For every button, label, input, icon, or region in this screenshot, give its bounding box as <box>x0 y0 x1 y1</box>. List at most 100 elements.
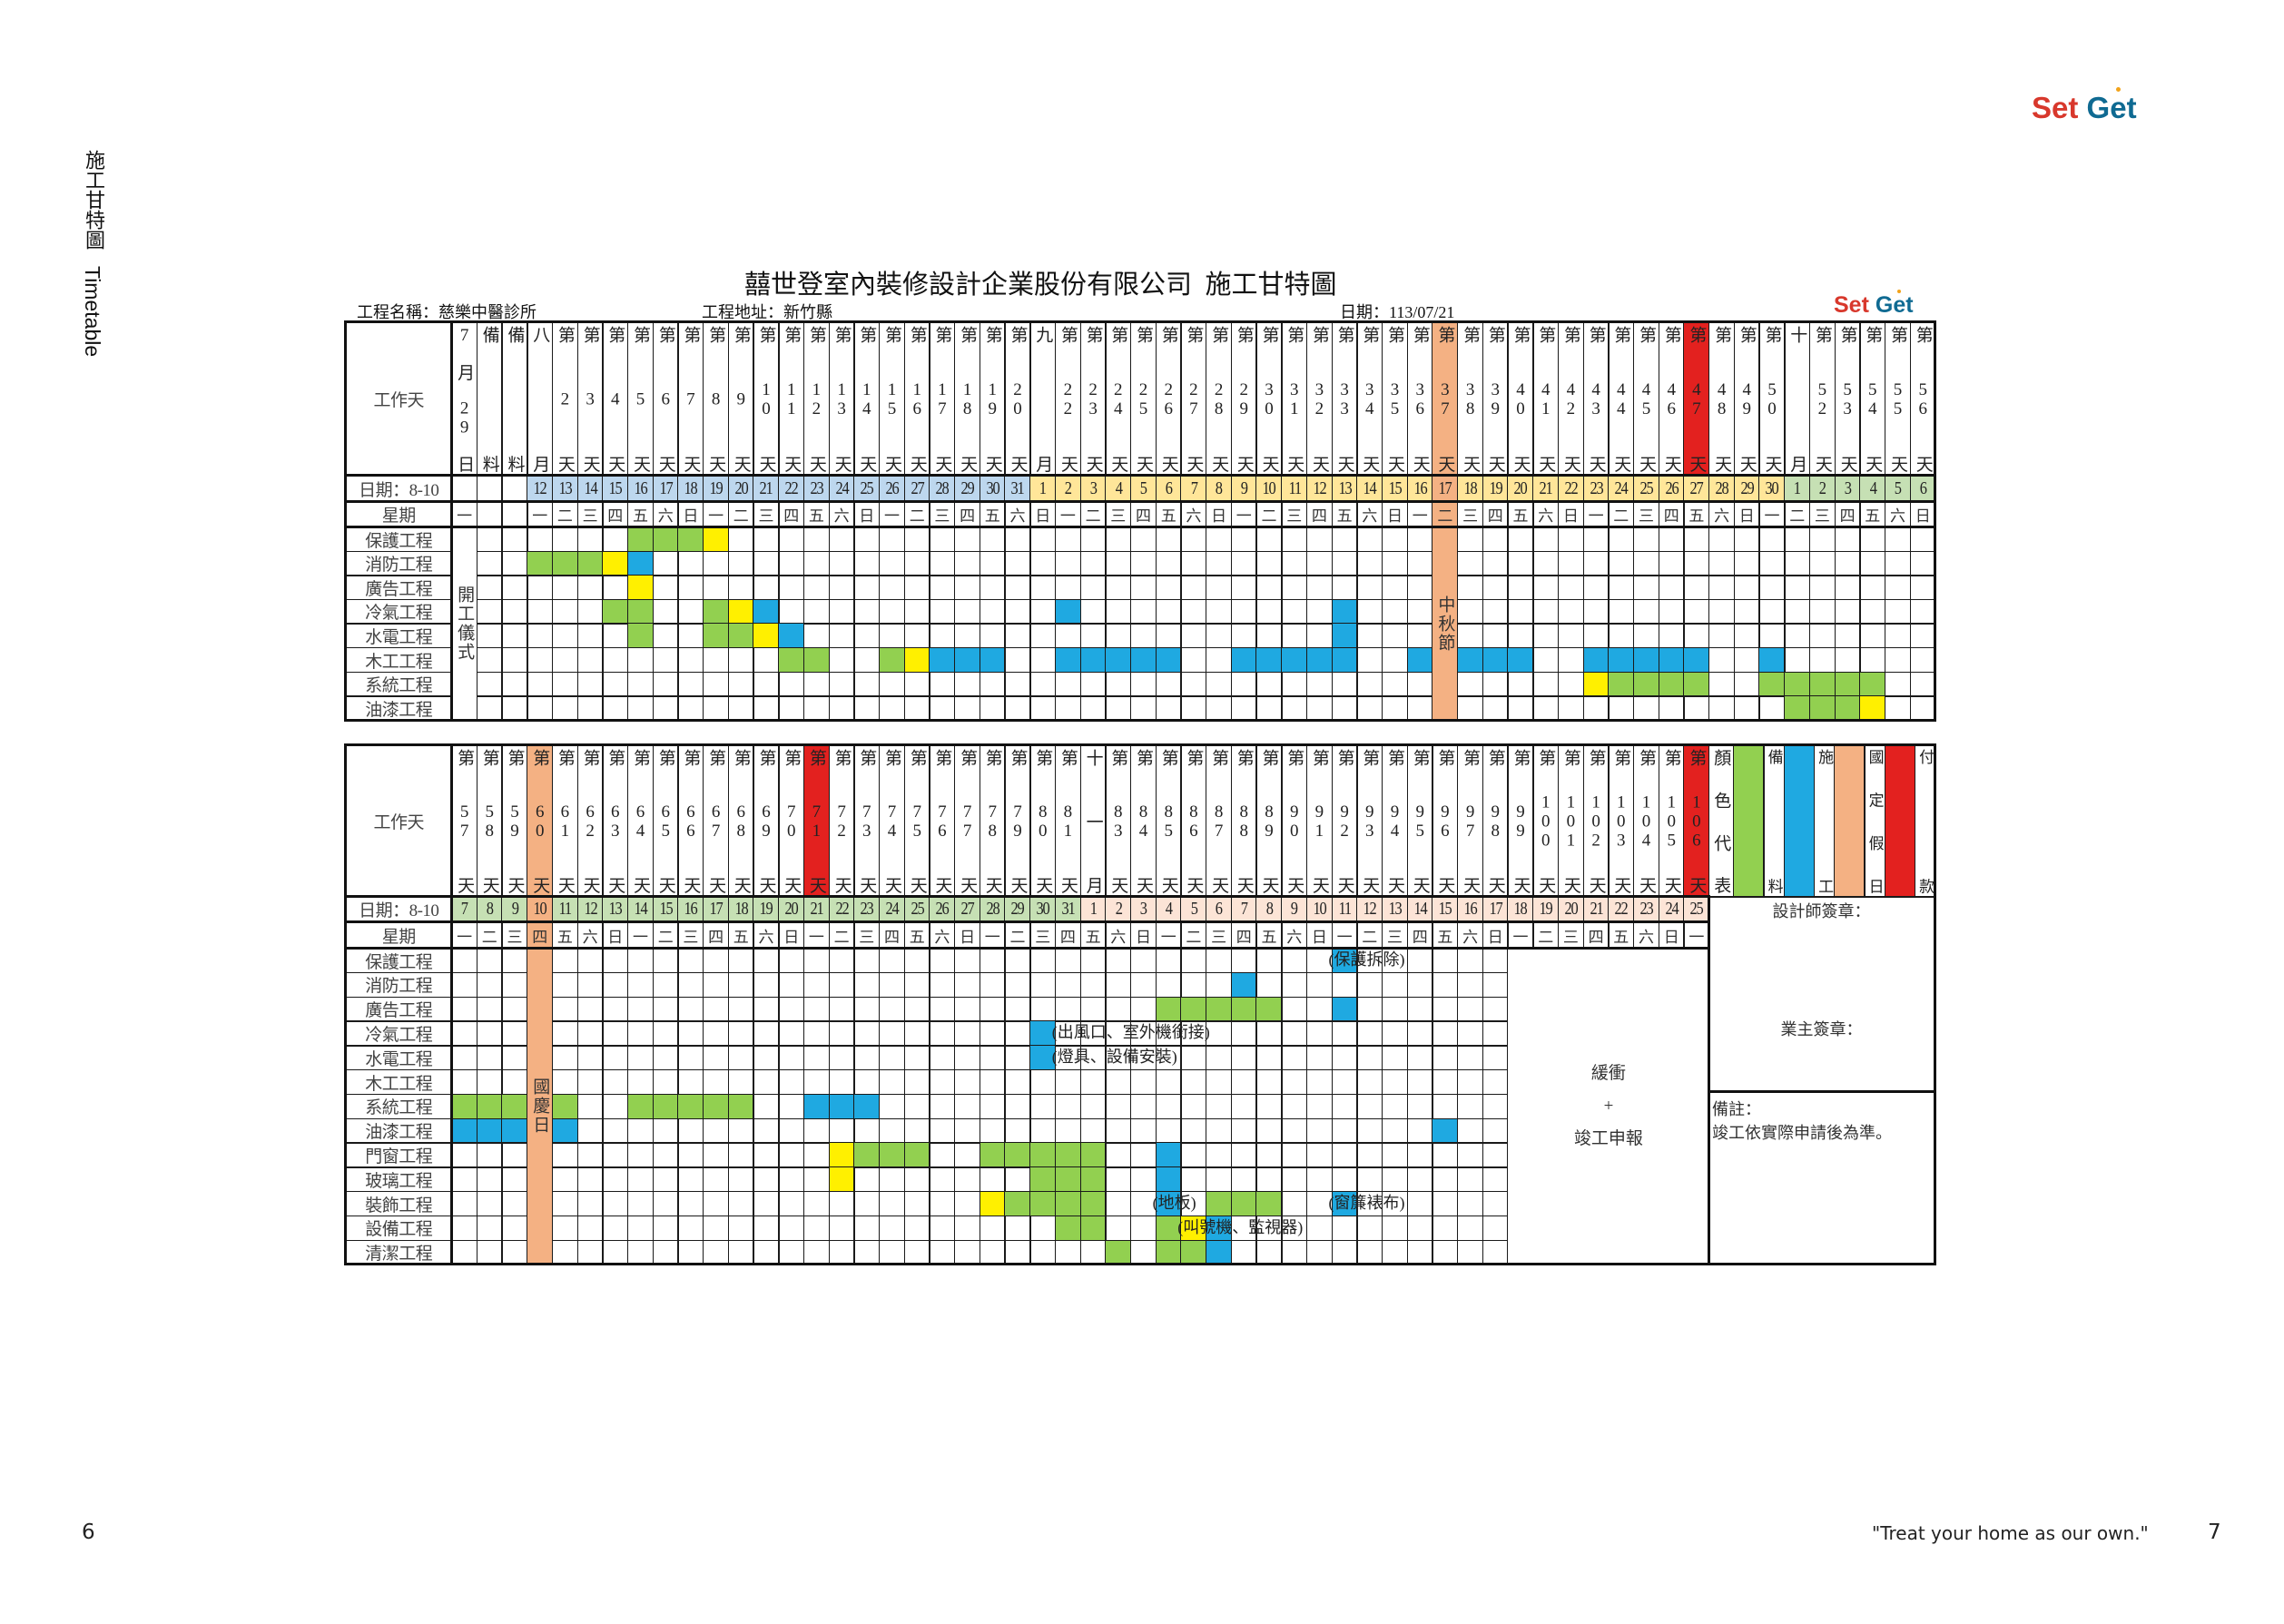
schedule-cell <box>1834 623 1861 649</box>
merged-text: 國慶日 <box>530 1078 550 1136</box>
date-cell: 21 <box>802 896 830 923</box>
date-text: 16 <box>684 899 698 920</box>
schedule-cell-transition <box>753 623 780 649</box>
schedule-cell <box>903 550 930 576</box>
schedule-cell <box>1909 671 1936 697</box>
schedule-cell <box>551 1069 578 1096</box>
schedule-cell <box>1255 1166 1283 1193</box>
schedule-cell <box>727 1142 754 1168</box>
schedule-cell <box>1281 996 1308 1022</box>
schedule-cell <box>1356 1093 1383 1120</box>
column-header-text: 第27天 <box>1184 326 1204 473</box>
schedule-cell <box>1432 1045 1459 1071</box>
schedule-cell <box>476 647 503 674</box>
schedule-cell <box>802 948 830 974</box>
schedule-cell <box>551 1239 578 1265</box>
schedule-cell <box>677 550 704 576</box>
schedule-cell <box>1482 695 1509 722</box>
column-header-text: 第99天 <box>1511 749 1531 894</box>
schedule-cell <box>703 1166 730 1193</box>
date-cell: 5 <box>1129 475 1157 503</box>
schedule-cell <box>1230 1093 1257 1120</box>
weekday-cell: 二 <box>1432 501 1459 528</box>
weekday-cell: 二 <box>1255 501 1283 528</box>
column-header-text: 第92天 <box>1334 749 1354 894</box>
weekday-cell: 六 <box>1356 501 1383 528</box>
schedule-cell <box>1230 671 1257 697</box>
schedule-cell <box>753 647 780 674</box>
schedule-cell <box>1155 671 1182 697</box>
schedule-cell <box>677 1069 704 1096</box>
schedule-cell <box>1381 527 1409 553</box>
column-header: 第14天 <box>853 321 881 477</box>
schedule-cell <box>551 671 578 697</box>
schedule-cell <box>1557 671 1584 697</box>
column-header: 第64天 <box>626 744 655 898</box>
schedule-cell <box>602 647 629 674</box>
date-cell: 17 <box>652 475 679 503</box>
schedule-cell <box>1708 575 1736 601</box>
schedule-cell <box>1733 695 1760 722</box>
schedule-cell <box>802 1191 830 1217</box>
date-cell: 27 <box>954 896 981 923</box>
schedule-cell-construction <box>1155 1142 1182 1168</box>
logo-get: Get <box>2087 91 2137 124</box>
schedule-cell <box>1457 695 1484 722</box>
schedule-cell <box>727 695 754 722</box>
weekday-cell: 三 <box>1557 921 1584 950</box>
schedule-cell <box>451 1045 478 1071</box>
schedule-cell <box>652 996 679 1022</box>
date-cell: 1 <box>1784 475 1811 503</box>
weekday-cell: 一 <box>527 501 554 528</box>
schedule-cell <box>929 550 956 576</box>
schedule-cell <box>1356 527 1383 553</box>
date-cell: 15 <box>1381 475 1409 503</box>
logo-e: e <box>1893 292 1906 318</box>
schedule-cell <box>1105 623 1132 649</box>
schedule-cell <box>1331 575 1358 601</box>
schedule-cell-material <box>626 598 655 625</box>
schedule-cell <box>1482 1020 1509 1047</box>
schedule-cell <box>1406 971 1433 999</box>
weekday-cell: 三 <box>677 921 704 950</box>
schedule-cell-construction <box>501 1117 528 1144</box>
schedule-cell <box>476 1239 503 1265</box>
schedule-cell <box>1632 527 1660 553</box>
date-text: 25 <box>1689 899 1704 920</box>
table-border-line <box>344 895 1709 898</box>
column-header: 第36天 <box>1406 321 1433 477</box>
column-header-text: 第72天 <box>832 749 852 894</box>
schedule-cell <box>1004 1239 1031 1265</box>
schedule-cell <box>451 1215 478 1242</box>
schedule-cell <box>602 575 629 601</box>
row-label: 消防工程 <box>345 971 453 999</box>
schedule-cell <box>954 1117 981 1144</box>
schedule-cell <box>1281 1045 1308 1071</box>
date-cell: 9 <box>1230 475 1257 503</box>
schedule-cell <box>476 598 503 625</box>
schedule-cell <box>1129 527 1157 553</box>
schedule-cell-material <box>1255 1191 1283 1217</box>
schedule-cell <box>576 1215 604 1242</box>
schedule-cell <box>551 623 578 649</box>
column-header: 第23天 <box>1079 321 1107 477</box>
schedule-cell-material <box>1808 671 1836 697</box>
schedule-cell <box>501 948 528 974</box>
weekday-cell: 五 <box>903 921 930 950</box>
schedule-cell <box>828 1045 855 1071</box>
column-header-text: 第79天 <box>1008 749 1028 894</box>
column-header: 第5天 <box>626 321 655 477</box>
schedule-cell <box>1733 647 1760 674</box>
date-cell: 17 <box>1432 475 1459 503</box>
schedule-cell <box>1155 575 1182 601</box>
owner-signature-label: 業主簽章： <box>1780 1020 1863 1039</box>
schedule-cell <box>778 695 805 722</box>
date-text: 2 <box>1064 477 1072 498</box>
schedule-cell <box>1079 1093 1107 1120</box>
schedule-cell <box>1255 695 1283 722</box>
schedule-cell <box>1331 1239 1358 1265</box>
column-header: 第85天 <box>1155 744 1182 898</box>
schedule-cell <box>1331 1093 1358 1120</box>
schedule-cell <box>1105 1093 1132 1120</box>
column-header: 備料 <box>501 321 528 477</box>
